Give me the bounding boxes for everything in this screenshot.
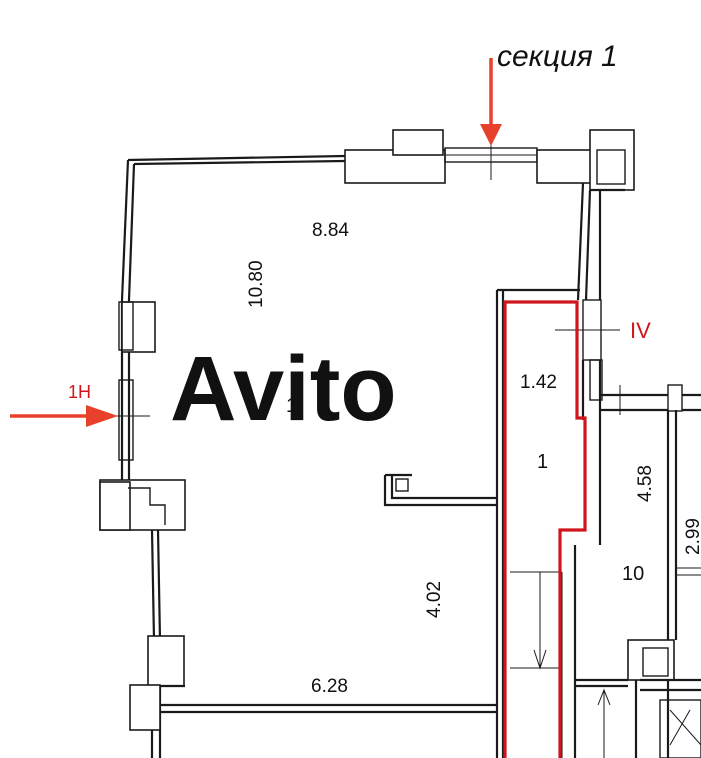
room-number-main: 1 (286, 395, 297, 417)
dim-far-right-height: 2.99 (683, 518, 701, 555)
axis-label: IV (630, 318, 651, 343)
left-windows (99, 301, 186, 731)
highlight-outline (503, 300, 587, 758)
entrance-label: 1Н (68, 382, 91, 402)
section-label: секция 1 (497, 40, 618, 73)
room-number-corridor: 1 (537, 451, 548, 473)
corridor-stairs (510, 571, 563, 758)
right-walls (555, 182, 701, 758)
dim-right-height: 4.58 (635, 465, 656, 502)
top-windows (344, 129, 635, 191)
dim-top-width: 8.84 (312, 220, 349, 241)
entrance-arrow (10, 405, 118, 427)
dim-lower-height: 4.02 (424, 581, 445, 618)
room-number-right: 10 (622, 563, 644, 585)
section-arrow (480, 58, 502, 146)
dim-bottom-width: 6.28 (311, 676, 348, 697)
dim-corridor-width: 1.42 (520, 372, 557, 393)
dim-left-height: 10.80 (246, 260, 267, 308)
watermark: Avito (170, 338, 397, 440)
